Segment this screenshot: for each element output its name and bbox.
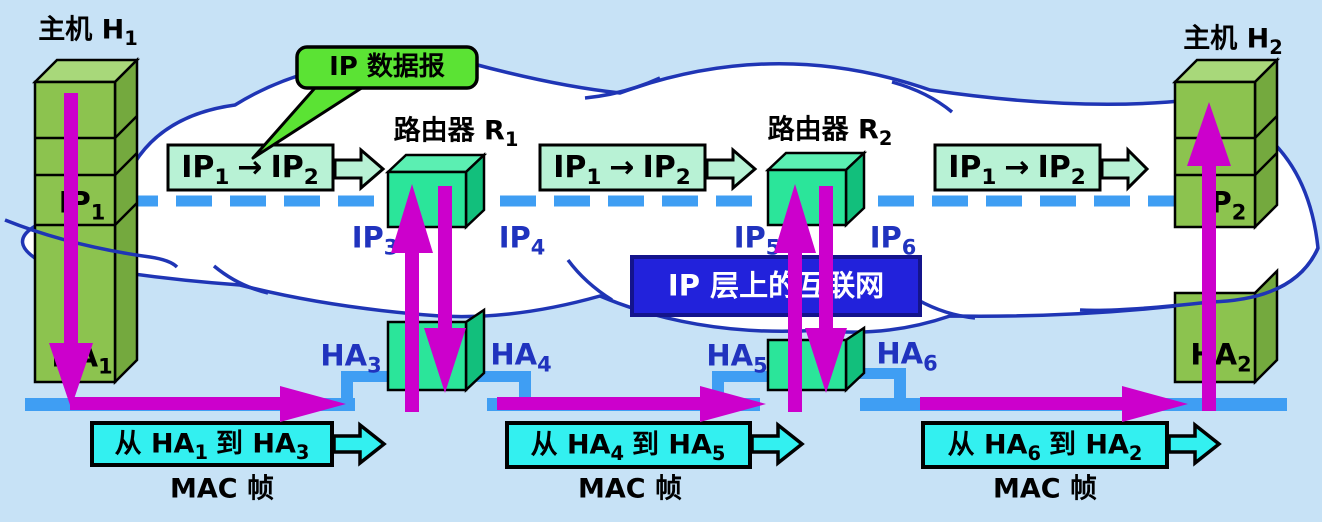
cloud-scallop-tail	[566, 258, 613, 302]
ip-layer-banner-label: IP 层上的互联网	[667, 268, 885, 303]
mac-frame-box-3	[921, 421, 1169, 469]
cloud-scallop-tail	[212, 264, 269, 295]
router2-down-arrow	[805, 186, 847, 393]
mac-frame-caption-3: MAC 帧	[993, 473, 1097, 505]
ip-packet-box-2	[538, 143, 707, 192]
host1-down-arrow	[49, 93, 93, 408]
ha6-stub	[843, 368, 906, 379]
router2-title: 路由器 R2	[767, 114, 893, 150]
ip-packet-hollow-arrow-1	[333, 146, 386, 192]
ip-packet-label-1: IP1→IP2	[181, 150, 319, 190]
mac-frame-hollow-arrow-2	[750, 421, 805, 467]
ip-packet-hollow-arrow-3	[1100, 146, 1150, 192]
router2-ha5-label: HA5	[706, 338, 768, 378]
ip-packet-label-2: IP1→IP2	[553, 150, 691, 190]
ip-datagram-callout	[251, 45, 479, 160]
ha5-stub	[712, 371, 771, 382]
mac-frame-caption-2: MAC 帧	[578, 473, 682, 505]
router1-title: 路由器 R1	[393, 115, 519, 151]
link1-frame-arrow	[70, 386, 346, 422]
mac-frame-box-1	[90, 421, 334, 467]
link3-frame-arrow	[920, 386, 1188, 422]
mac-frame-boxes	[90, 421, 1222, 469]
cloud-border-over-host1	[4, 218, 179, 269]
host2-up-arrow	[1187, 102, 1231, 411]
router1-box-upper	[384, 152, 488, 230]
ip-datagram-callout-label: IP 数据报	[329, 52, 445, 82]
router1-ha3-label: HA3	[320, 338, 382, 378]
router1-down-arrow	[424, 186, 466, 393]
ip-packet-label-3: IP1→IP2	[948, 150, 1086, 190]
router1-ip4-label: IP4	[498, 220, 546, 260]
mac-frame-box-2	[505, 421, 752, 469]
router2-ip6-label: IP6	[869, 220, 917, 260]
mac-frame-caption-1: MAC 帧	[170, 473, 274, 505]
host1-title: 主机 H1	[38, 14, 138, 50]
router2-up-arrow	[774, 184, 816, 412]
ha3-stub	[341, 371, 389, 382]
host2-title: 主机 H2	[1183, 23, 1283, 59]
ip-packet-box-1	[166, 143, 335, 192]
link2-frame-arrow	[497, 386, 766, 422]
cloud-scallop-tail	[584, 76, 661, 100]
mac-frame-hollow-arrow-3	[1167, 421, 1222, 467]
cloud-scallop-tail	[917, 298, 976, 320]
ha4-stub	[464, 371, 531, 382]
cloud-scallop-tail	[891, 80, 954, 114]
router1-up-arrow	[391, 184, 433, 412]
ip-packet-boxes	[166, 143, 1150, 192]
ip-layer-banner-box	[630, 255, 922, 317]
ip-packet-hollow-arrow-2	[705, 146, 758, 192]
callout-bubble	[295, 45, 479, 90]
router2-ha6-label: HA6	[876, 336, 938, 376]
router1-ha4-label: HA4	[490, 337, 552, 377]
link-3-elbow	[894, 368, 906, 404]
mac-frame-hollow-arrow-1	[332, 421, 387, 467]
ip-packet-box-3	[933, 143, 1102, 192]
